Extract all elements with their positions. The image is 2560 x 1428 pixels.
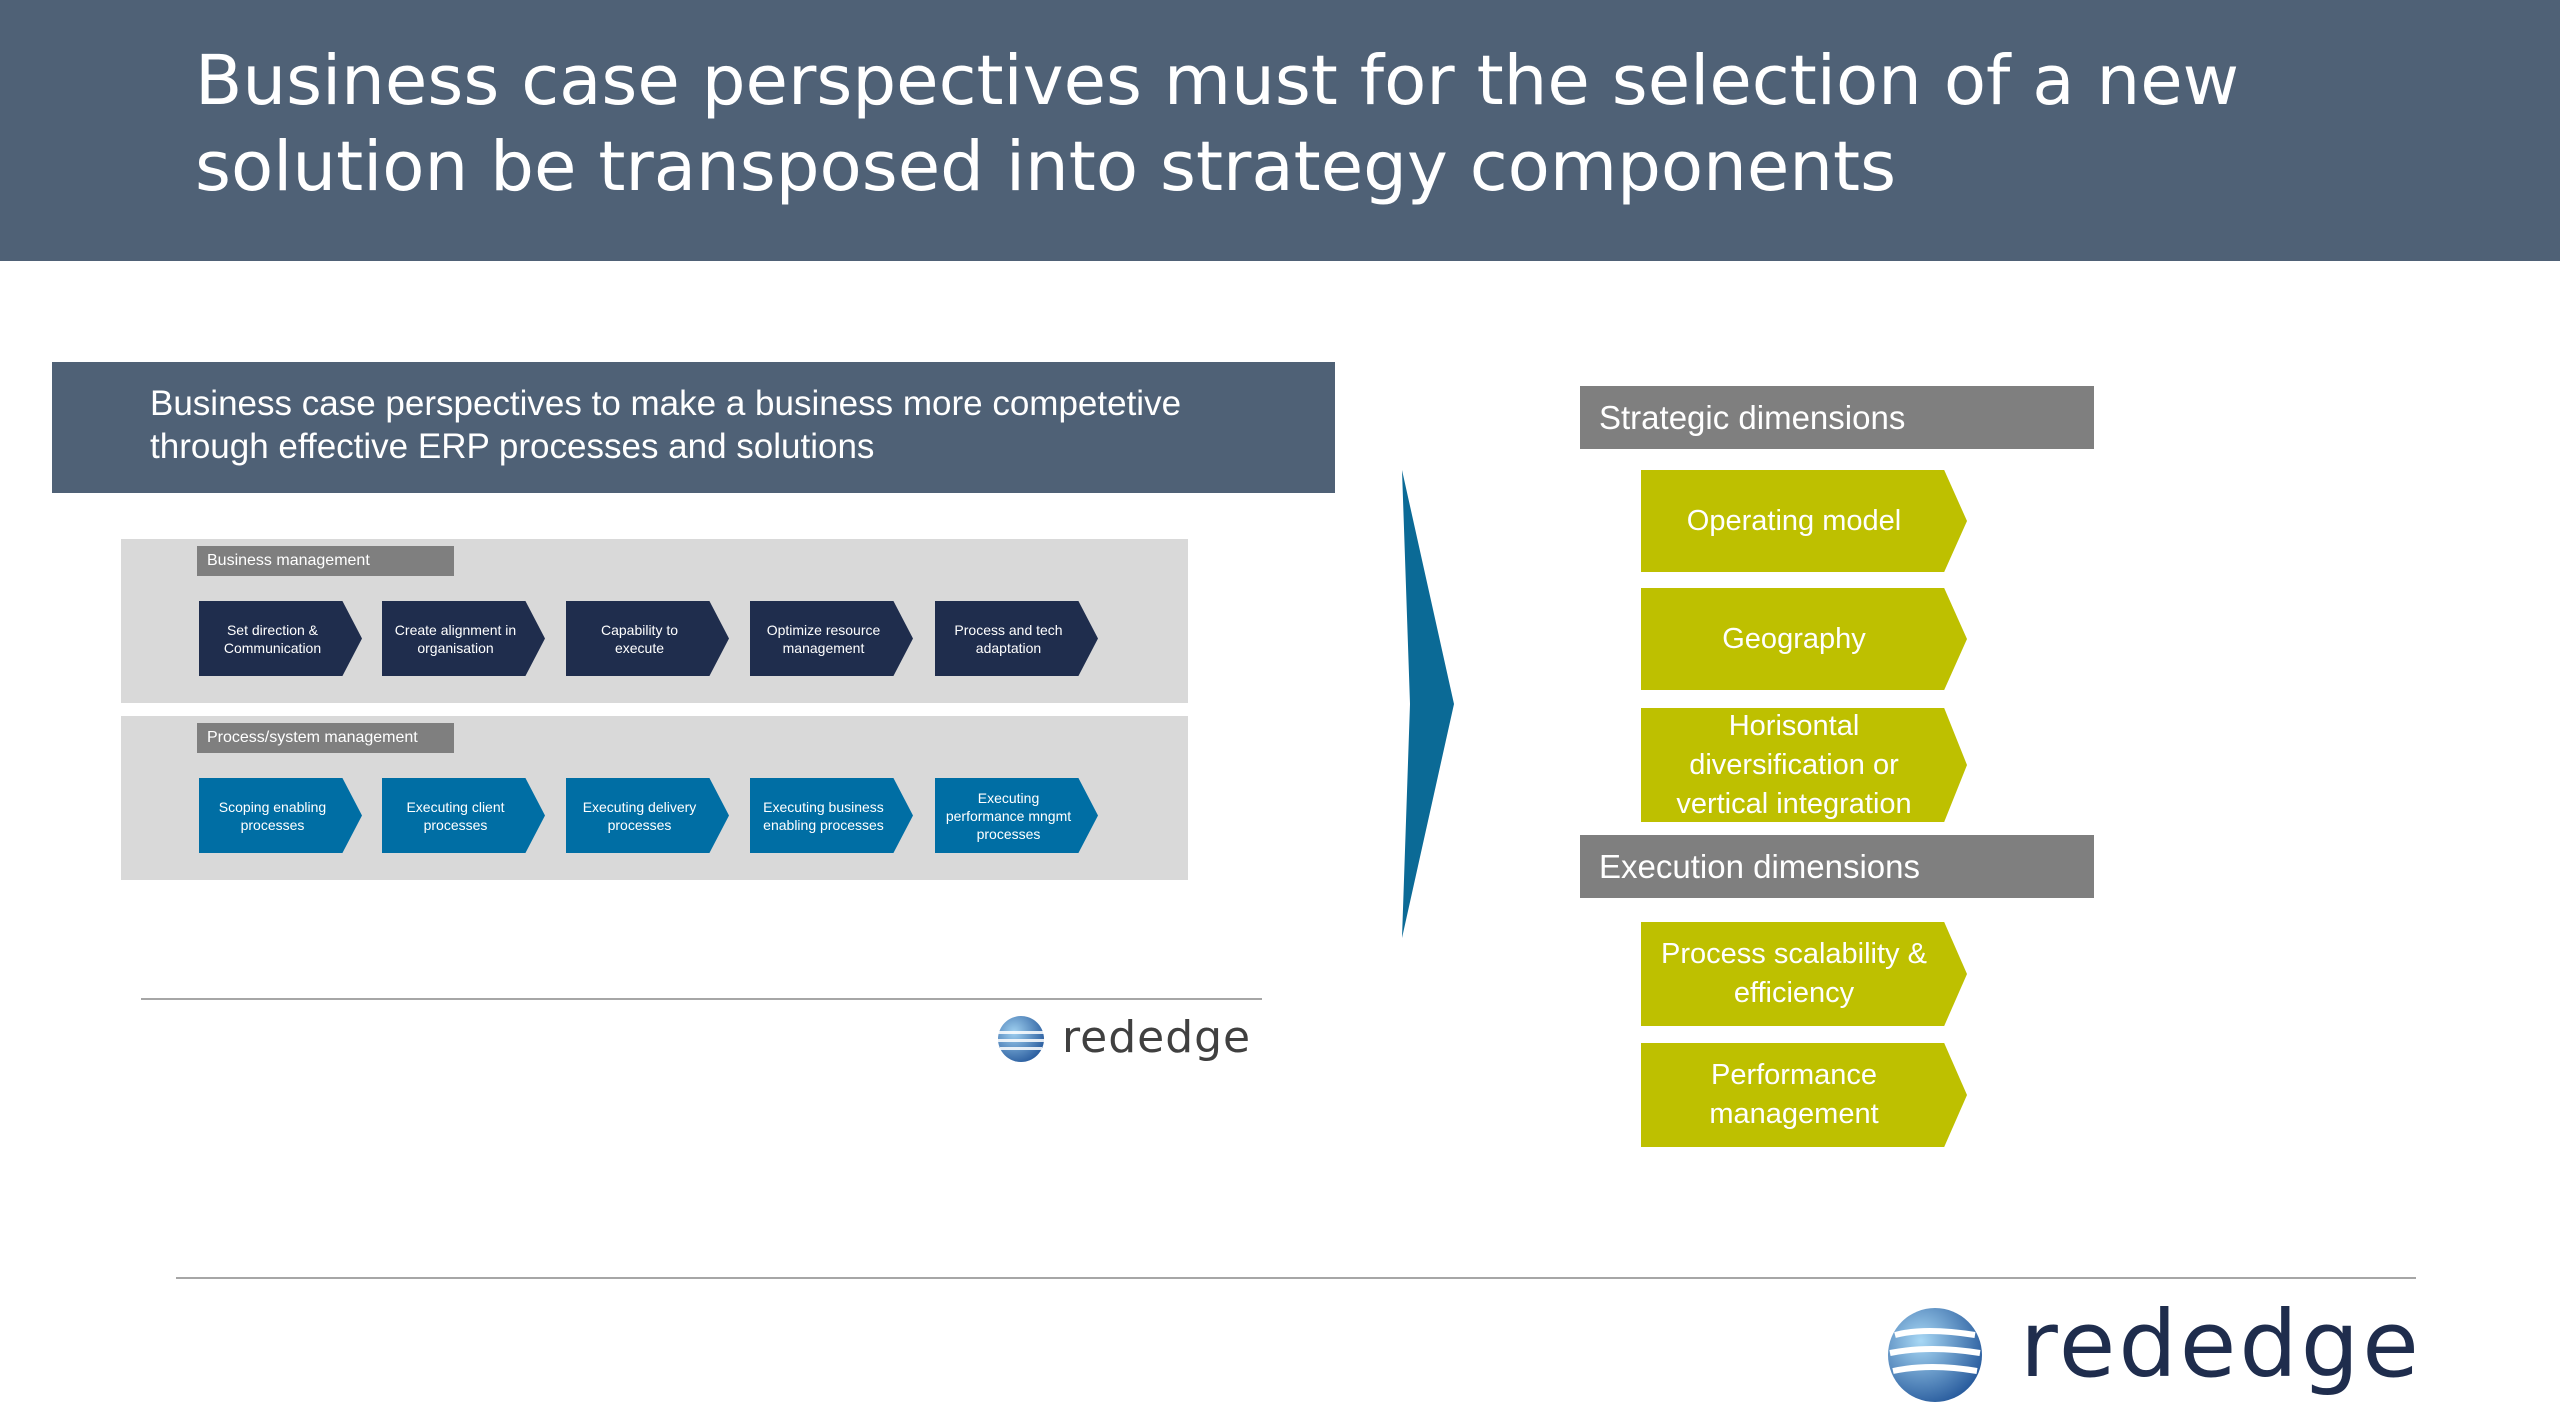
globe-icon	[998, 1016, 1044, 1062]
bottom-divider	[176, 1277, 2416, 1279]
strategic-dimensions-header: Strategic dimensions	[1580, 386, 2094, 449]
strategic-item-operating-model: Operating model	[1641, 470, 1967, 572]
pm-step-2: Executing client processes	[382, 778, 545, 853]
small-logo-text: rededge	[1062, 1012, 1252, 1063]
pm-step-4: Executing business enabling processes	[750, 778, 913, 853]
small-logo: rededge	[996, 1012, 1266, 1064]
bm-step-4: Optimize resource management	[750, 601, 913, 676]
execution-item-performance: Performance management	[1641, 1043, 1967, 1147]
business-management-panel: Business management Set direction & Comm…	[121, 539, 1188, 703]
bm-step-2: Create alignment in organisation	[382, 601, 545, 676]
left-banner: Business case perspectives to make a bus…	[52, 362, 1335, 493]
bm-step-1: Set direction & Communication	[199, 601, 362, 676]
right-arrow-icon	[1402, 470, 1454, 938]
strategic-item-diversification: Horisontal diversification or vertical i…	[1641, 708, 1967, 822]
page-title: Business case perspectives must for the …	[195, 41, 2240, 207]
execution-dimensions-header: Execution dimensions	[1580, 835, 2094, 898]
pm-step-1: Scoping enabling processes	[199, 778, 362, 853]
rededge-logo: rededge	[1885, 1291, 2425, 1405]
left-divider	[141, 998, 1262, 1000]
globe-icon	[1888, 1308, 1982, 1402]
pm-step-3: Executing delivery processes	[566, 778, 729, 853]
strategic-item-geography: Geography	[1641, 588, 1967, 690]
left-banner-text: Business case perspectives to make a bus…	[150, 384, 1182, 466]
rededge-logo-text: rededge	[2020, 1291, 2422, 1398]
header-banner: Business case perspectives must for the …	[0, 0, 2560, 261]
bm-step-3: Capability to execute	[566, 601, 729, 676]
bm-step-5: Process and tech adaptation	[935, 601, 1098, 676]
pm-step-5: Executing performance mngmt processes	[935, 778, 1098, 853]
process-management-panel: Process/system management Scoping enabli…	[121, 716, 1188, 880]
execution-item-scalability: Process scalability & efficiency	[1641, 922, 1967, 1026]
business-management-label: Business management	[197, 546, 454, 576]
process-management-label: Process/system management	[197, 723, 454, 753]
